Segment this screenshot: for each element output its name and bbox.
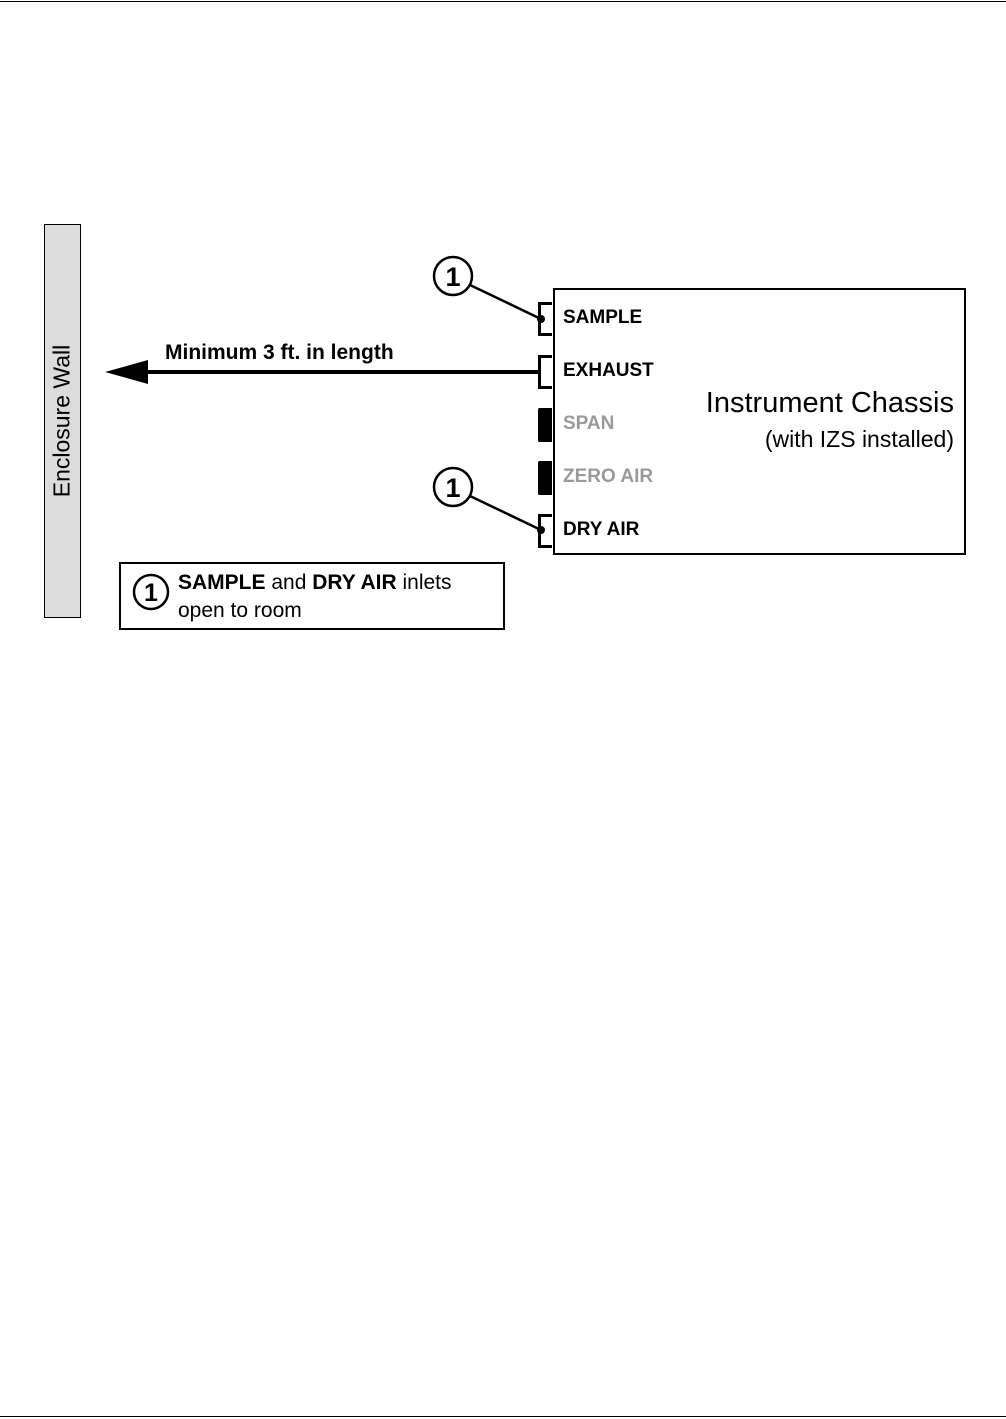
note-inlets-text: inlets (396, 571, 452, 594)
sample-port-label: SAMPLE (563, 307, 643, 328)
note-text: SAMPLE and DRY AIR inlets open to room (178, 569, 452, 625)
note-line2: open to room (178, 599, 302, 622)
chassis-title: Instrument Chassis (705, 387, 954, 419)
dry-air-callout-leader (469, 494, 542, 532)
zero-air-port (538, 461, 552, 495)
sample-callout-circle (432, 255, 474, 297)
arrowhead-icon (105, 360, 148, 384)
chassis-subtitle: (with IZS installed) (764, 426, 954, 452)
enclosure-wall (44, 224, 81, 618)
instrument-chassis (553, 288, 966, 555)
sample-callout-leader (469, 283, 542, 321)
note-sample-term: SAMPLE (178, 571, 266, 594)
dry-air-port-label: DRY AIR (563, 519, 640, 540)
span-port-label: SPAN (563, 413, 615, 434)
exhaust-port-label: EXHAUST (563, 360, 654, 381)
span-port (538, 408, 552, 442)
exhaust-line-label: Minimum 3 ft. in length (165, 341, 394, 364)
dry-air-callout-circle (432, 466, 474, 508)
dry-air-callout-dot (537, 526, 545, 534)
note-callout-number: 1 (144, 579, 158, 607)
sample-callout-dot (537, 315, 545, 323)
sample-callout-number: 1 (445, 262, 460, 292)
note-connector: and (265, 571, 313, 594)
page-top-rule (0, 1, 1006, 2)
page-bottom-rule (0, 1416, 1006, 1417)
zero-air-port-label: ZERO AIR (563, 466, 654, 487)
dry-air-callout-number: 1 (445, 473, 460, 503)
note-callout-circle (132, 573, 170, 611)
note-dry-air-term: DRY AIR (312, 571, 397, 594)
note-box (119, 562, 505, 630)
